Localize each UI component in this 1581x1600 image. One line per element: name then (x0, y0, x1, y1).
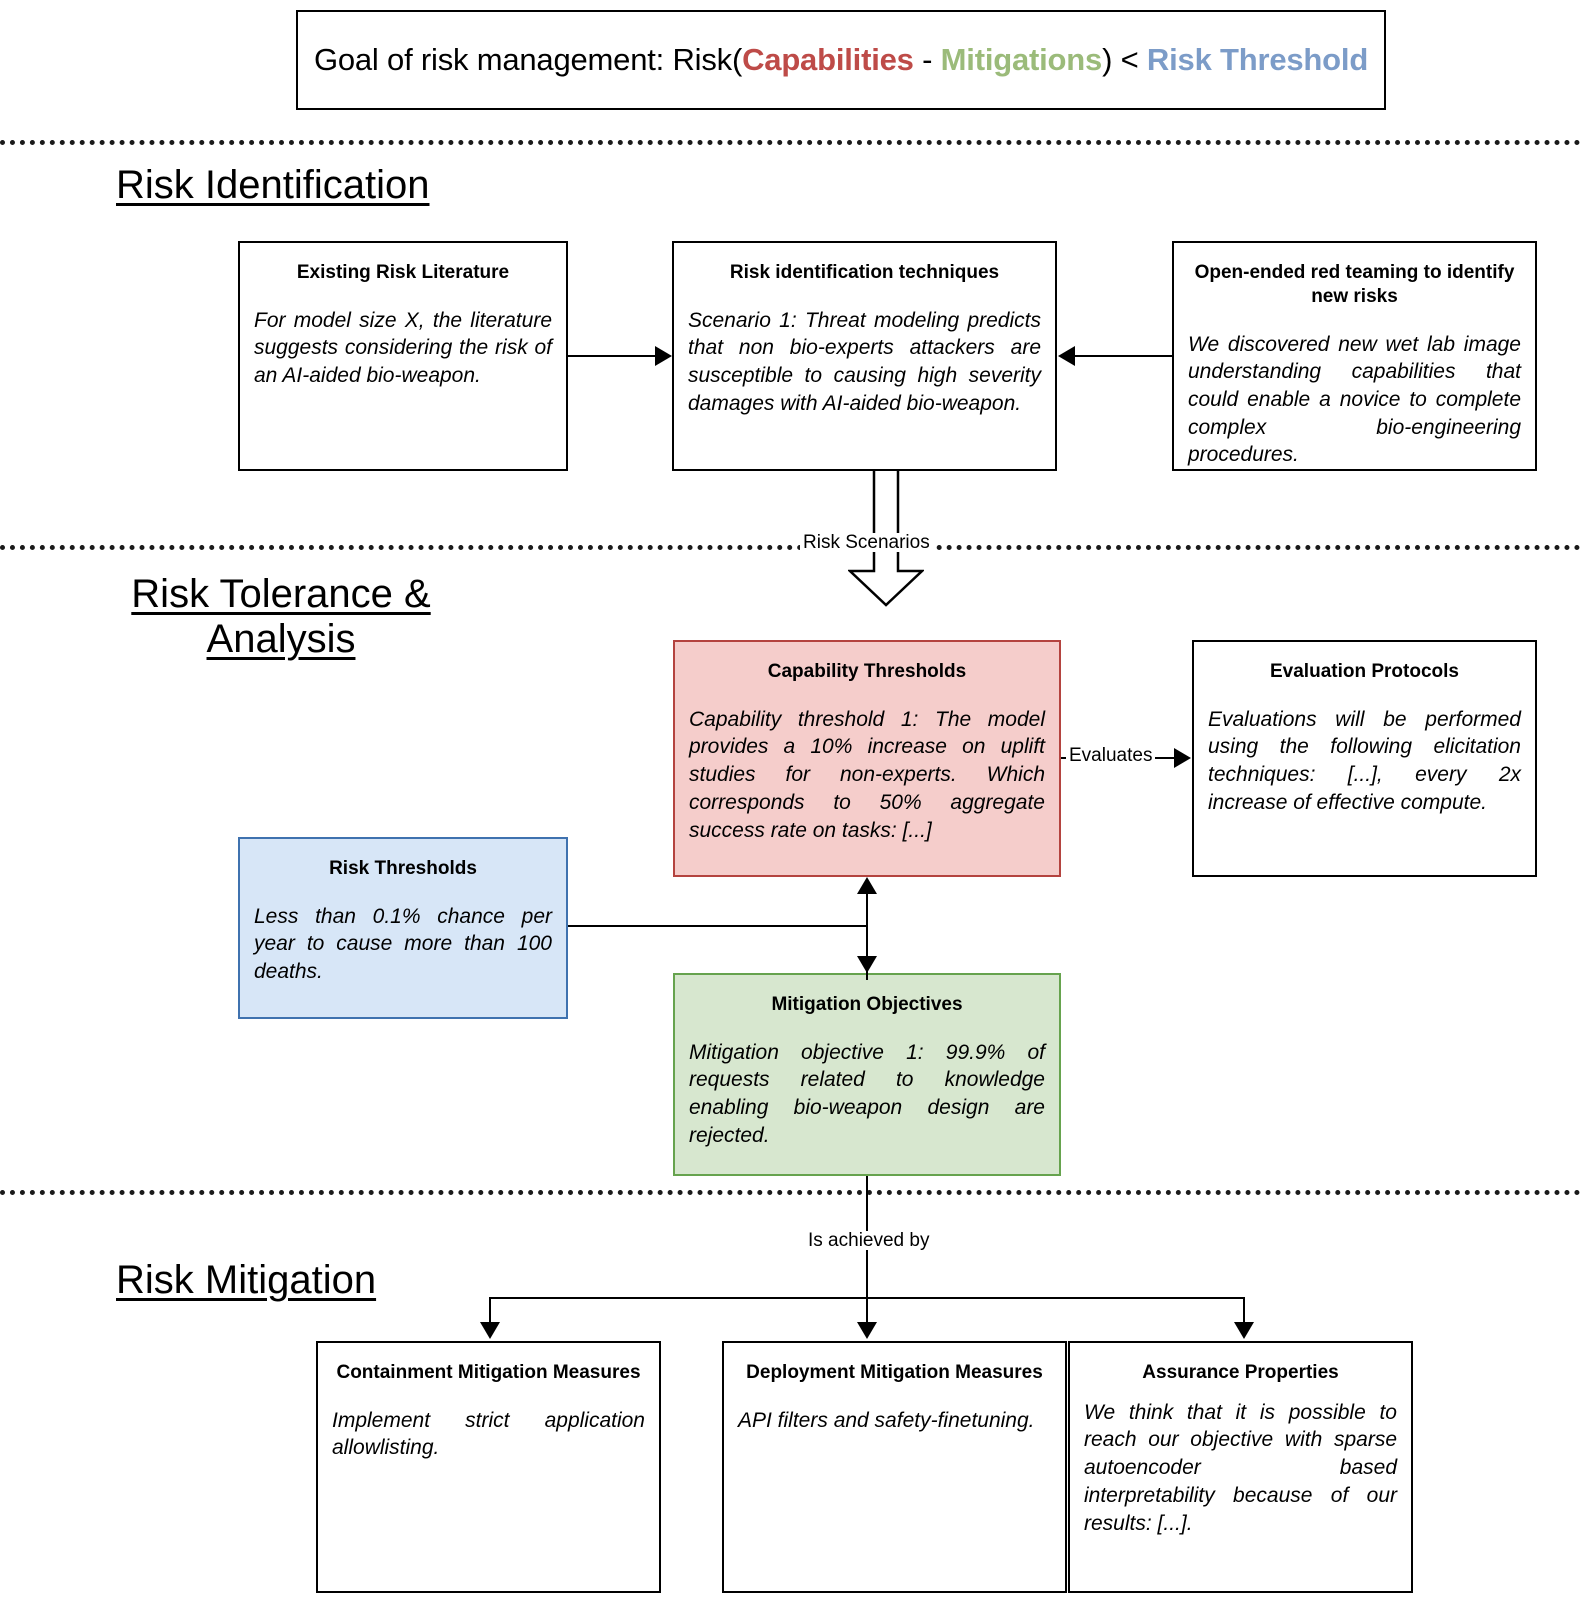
goal-mitigations-text: Mitigations (940, 42, 1103, 78)
node-body: Mitigation objective 1: 99.9% of request… (689, 1040, 1045, 1147)
edge-capability-mitigation-arrow-up-icon (857, 877, 877, 894)
section-heading-risk-identification-label: Risk Identification (116, 163, 430, 207)
goal-minus-text: - (913, 42, 941, 78)
edge-redteaming-to-techniques-arrow-icon (1058, 346, 1075, 366)
section-heading-risk-tolerance-line2: Analysis (206, 616, 356, 661)
node-body: Implement strict application allowlistin… (332, 1408, 645, 1460)
edge-thresholds-to-axis-line (568, 925, 868, 927)
section-heading-risk-tolerance: Risk Tolerance &Analysis (116, 572, 446, 662)
edge-capability-mitigation-arrow-down-icon (857, 956, 877, 973)
node-body: For model size X, the literature suggest… (254, 308, 552, 388)
edge-label-risk-scenarios: Risk Scenarios (800, 533, 933, 552)
edge-capability-mitigation-line (866, 894, 868, 980)
edge-drop-containment-line (489, 1297, 491, 1324)
node-title: Evaluation Protocols (1270, 661, 1459, 682)
edge-evaluates-arrow-icon (1174, 748, 1191, 768)
node-title: Open-ended red teaming to identify new r… (1194, 262, 1515, 307)
goal-threshold-text: Risk Threshold (1146, 42, 1369, 78)
section-heading-risk-mitigation: Risk Mitigation (116, 1258, 376, 1303)
section-divider-top (0, 140, 1581, 145)
node-title: Assurance Properties (1142, 1362, 1339, 1383)
section-divider-bottom (0, 1190, 1581, 1195)
node-risk-thresholds[interactable]: Risk Thresholds Less than 0.1% chance pe… (238, 837, 568, 1019)
section-divider-middle (0, 545, 1581, 550)
edge-drop-assurance-arrow-icon (1234, 1322, 1254, 1339)
node-deployment-mitigation-measures[interactable]: Deployment Mitigation Measures API filte… (722, 1341, 1067, 1593)
node-title: Risk Thresholds (329, 858, 477, 879)
node-title: Existing Risk Literature (296, 262, 510, 283)
node-title: Risk identification techniques (729, 262, 1000, 283)
node-containment-mitigation-measures[interactable]: Containment Mitigation Measures Implemen… (316, 1341, 661, 1593)
node-body: We think that it is possible to reach ou… (1084, 1400, 1397, 1535)
node-risk-identification-techniques[interactable]: Risk identification techniques Scenario … (672, 241, 1057, 471)
edge-drop-deployment-line (866, 1297, 868, 1324)
node-title: Capability Thresholds (767, 661, 967, 682)
node-body: API filters and safety-finetuning. (738, 1408, 1035, 1432)
section-heading-risk-tolerance-line1: Risk Tolerance & (131, 572, 431, 616)
node-body: Evaluations will be performed using the … (1208, 707, 1521, 814)
node-existing-risk-literature[interactable]: Existing Risk Literature For model size … (238, 241, 568, 471)
edge-literature-to-techniques-arrow-icon (655, 346, 672, 366)
edge-label-is-achieved-by: Is achieved by (805, 1231, 933, 1250)
node-open-ended-red-teaming[interactable]: Open-ended red teaming to identify new r… (1172, 241, 1537, 471)
node-capability-thresholds[interactable]: Capability Thresholds Capability thresho… (673, 640, 1061, 877)
section-heading-risk-identification: Risk Identification (116, 163, 429, 208)
node-title: Deployment Mitigation Measures (746, 1362, 1043, 1383)
edge-drop-deployment-arrow-icon (857, 1322, 877, 1339)
node-title: Mitigation Objectives (771, 994, 963, 1015)
node-evaluation-protocols[interactable]: Evaluation Protocols Evaluations will be… (1192, 640, 1537, 877)
node-body: Less than 0.1% chance per year to cause … (254, 904, 552, 984)
edge-literature-to-techniques-line (568, 355, 658, 357)
goal-capabilities-text: Capabilities (742, 42, 914, 78)
edge-drop-assurance-line (1243, 1297, 1245, 1324)
node-assurance-properties[interactable]: Assurance Properties We think that it is… (1068, 1341, 1413, 1593)
node-body: Capability threshold 1: The model provid… (689, 707, 1045, 842)
goal-prefix-text: Goal of risk management: Risk( (313, 42, 743, 78)
goal-banner: Goal of risk management: Risk(Capabiliti… (296, 10, 1386, 110)
node-body: Scenario 1: Threat modeling predicts tha… (688, 308, 1041, 415)
edge-drop-containment-arrow-icon (480, 1322, 500, 1339)
node-title: Containment Mitigation Measures (336, 1362, 641, 1383)
section-heading-risk-mitigation-label: Risk Mitigation (116, 1258, 377, 1302)
goal-middle-text: ) < (1102, 42, 1147, 78)
node-body: We discovered new wet lab image understa… (1188, 332, 1521, 467)
node-mitigation-objectives[interactable]: Mitigation Objectives Mitigation objecti… (673, 973, 1061, 1176)
edge-redteaming-to-techniques-line (1075, 355, 1172, 357)
goal-statement: Goal of risk management: Risk(Capabiliti… (314, 41, 1368, 78)
edge-label-evaluates: Evaluates (1066, 746, 1156, 765)
